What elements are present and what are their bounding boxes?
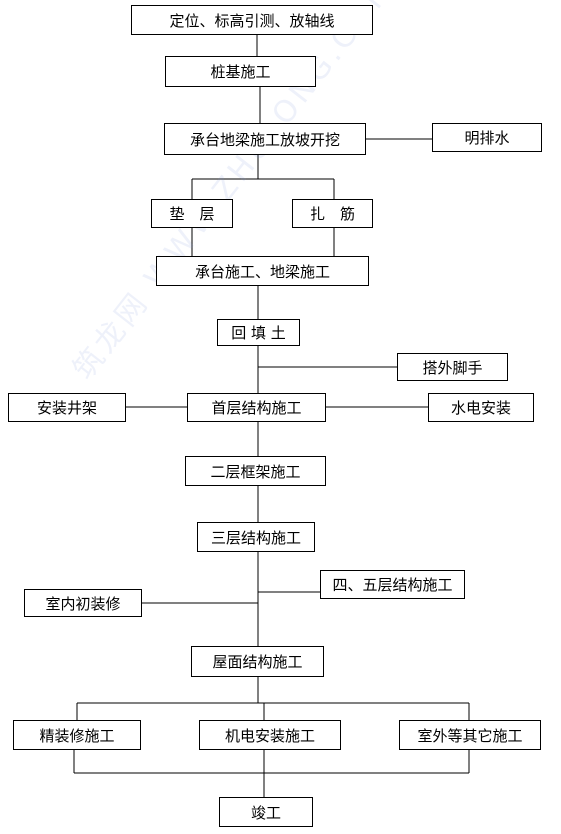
node-floor2: 二层框架施工	[185, 456, 326, 486]
node-roof: 屋面结构施工	[191, 646, 324, 677]
node-mep-install: 水电安装	[428, 393, 534, 422]
node-excavation: 承台地梁施工放坡开挖	[164, 123, 366, 155]
node-cushion: 垫 层	[151, 199, 233, 228]
node-scaffold: 搭外脚手	[397, 353, 508, 381]
node-floor3: 三层结构施工	[197, 522, 315, 552]
node-cap-beam: 承台施工、地梁施工	[156, 256, 369, 286]
node-interior-rough: 室内初装修	[24, 589, 142, 617]
node-rebar-tying: 扎 筋	[292, 199, 373, 228]
node-floor45: 四、五层结构施工	[320, 570, 465, 599]
node-hoist: 安装井架	[8, 393, 126, 422]
node-fine-finish: 精装修施工	[13, 720, 141, 750]
node-floor1: 首层结构施工	[187, 393, 326, 422]
node-backfill: 回 填 土	[217, 319, 300, 346]
node-mep-works: 机电安装施工	[199, 720, 341, 750]
node-exterior-other: 室外等其它施工	[399, 720, 541, 750]
node-completion: 竣工	[219, 797, 313, 827]
node-open-drainage: 明排水	[432, 123, 542, 152]
node-pile-foundation: 桩基施工	[165, 56, 316, 87]
node-positioning: 定位、标高引测、放轴线	[131, 5, 373, 35]
